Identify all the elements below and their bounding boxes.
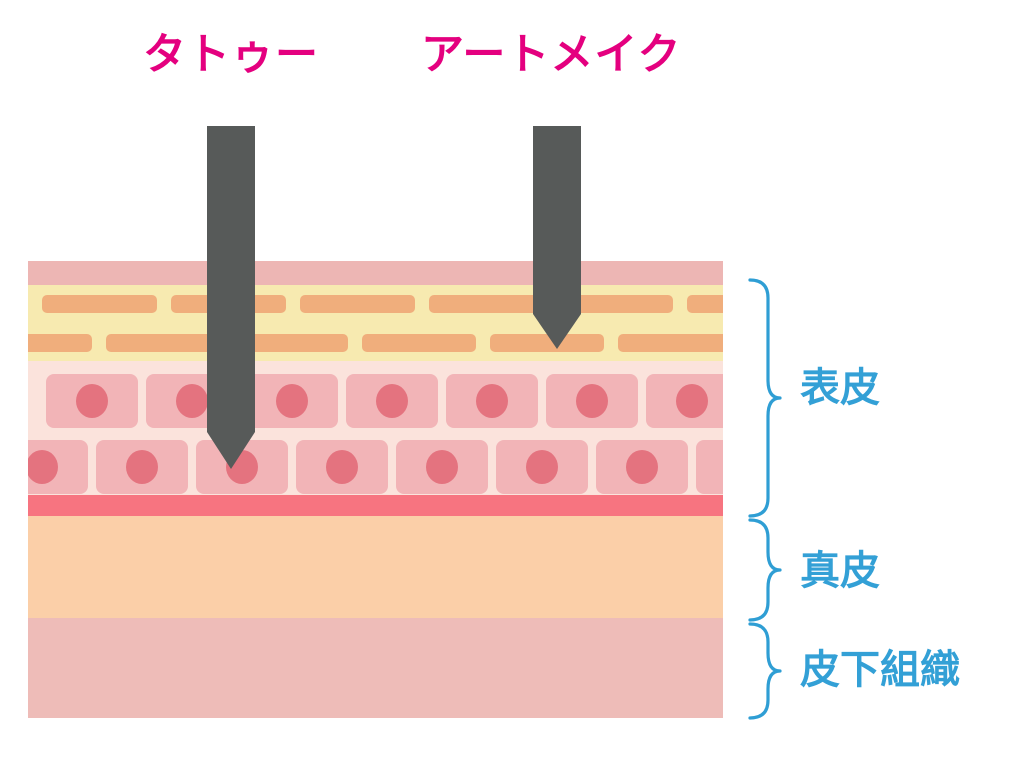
corneum-brick: [362, 334, 476, 352]
epidermal-cell: [46, 374, 138, 428]
cell-nucleus: [276, 384, 308, 418]
corneum-brick: [28, 334, 92, 352]
epidermal-cell: [296, 440, 388, 494]
cell-nucleus: [176, 384, 208, 418]
artmake-label: アートメイク: [421, 30, 682, 80]
corneum-brick: [42, 295, 157, 313]
epidermal-cell: [646, 374, 723, 428]
cell-nucleus: [28, 450, 58, 484]
epidermal-cell: [96, 440, 188, 494]
tattoo-needle: [207, 126, 255, 469]
dermis-label: 真皮: [800, 548, 880, 594]
cell-nucleus: [426, 450, 458, 484]
cell-nucleus: [476, 384, 508, 418]
cell-nucleus: [626, 450, 658, 484]
skin-layer-subcutaneous: [28, 618, 723, 718]
cell-nucleus: [76, 384, 108, 418]
epidermis-label: 表皮: [800, 365, 880, 411]
subcutaneous-label: 皮下組織: [800, 647, 960, 693]
subcutaneous-bracket: [748, 622, 788, 720]
epidermal-cell: [496, 440, 588, 494]
corneum-brick: [687, 295, 723, 313]
corneum-brick: [558, 295, 673, 313]
artmake-needle: [533, 126, 581, 349]
cell-nucleus: [126, 450, 158, 484]
dermis-bracket: [748, 518, 788, 622]
corneum-brick: [490, 334, 604, 352]
cell-nucleus: [526, 450, 558, 484]
skin-cross-section: [28, 261, 723, 718]
cell-nucleus: [326, 450, 358, 484]
corneum-brick: [234, 334, 348, 352]
epidermal-cell: [446, 374, 538, 428]
cell-nucleus: [576, 384, 608, 418]
corneum-brick: [300, 295, 415, 313]
epidermal-cell: [246, 374, 338, 428]
epidermal-cell: [596, 440, 688, 494]
cell-nucleus: [676, 384, 708, 418]
skin-layer-surface: [28, 261, 723, 285]
corneum-brick: [106, 334, 220, 352]
skin-layer-dermis: [28, 516, 723, 618]
cell-nucleus: [376, 384, 408, 418]
epidermal-cell: [696, 440, 723, 494]
epidermal-cell: [346, 374, 438, 428]
tattoo-label: タトゥー: [143, 30, 319, 80]
epidermal-cell: [546, 374, 638, 428]
epidermal-cell: [28, 440, 88, 494]
epidermis-bracket: [748, 278, 788, 518]
corneum-brick: [429, 295, 544, 313]
skin-layer-basal-line: [28, 495, 723, 516]
epidermal-cell: [396, 440, 488, 494]
corneum-brick: [618, 334, 723, 352]
